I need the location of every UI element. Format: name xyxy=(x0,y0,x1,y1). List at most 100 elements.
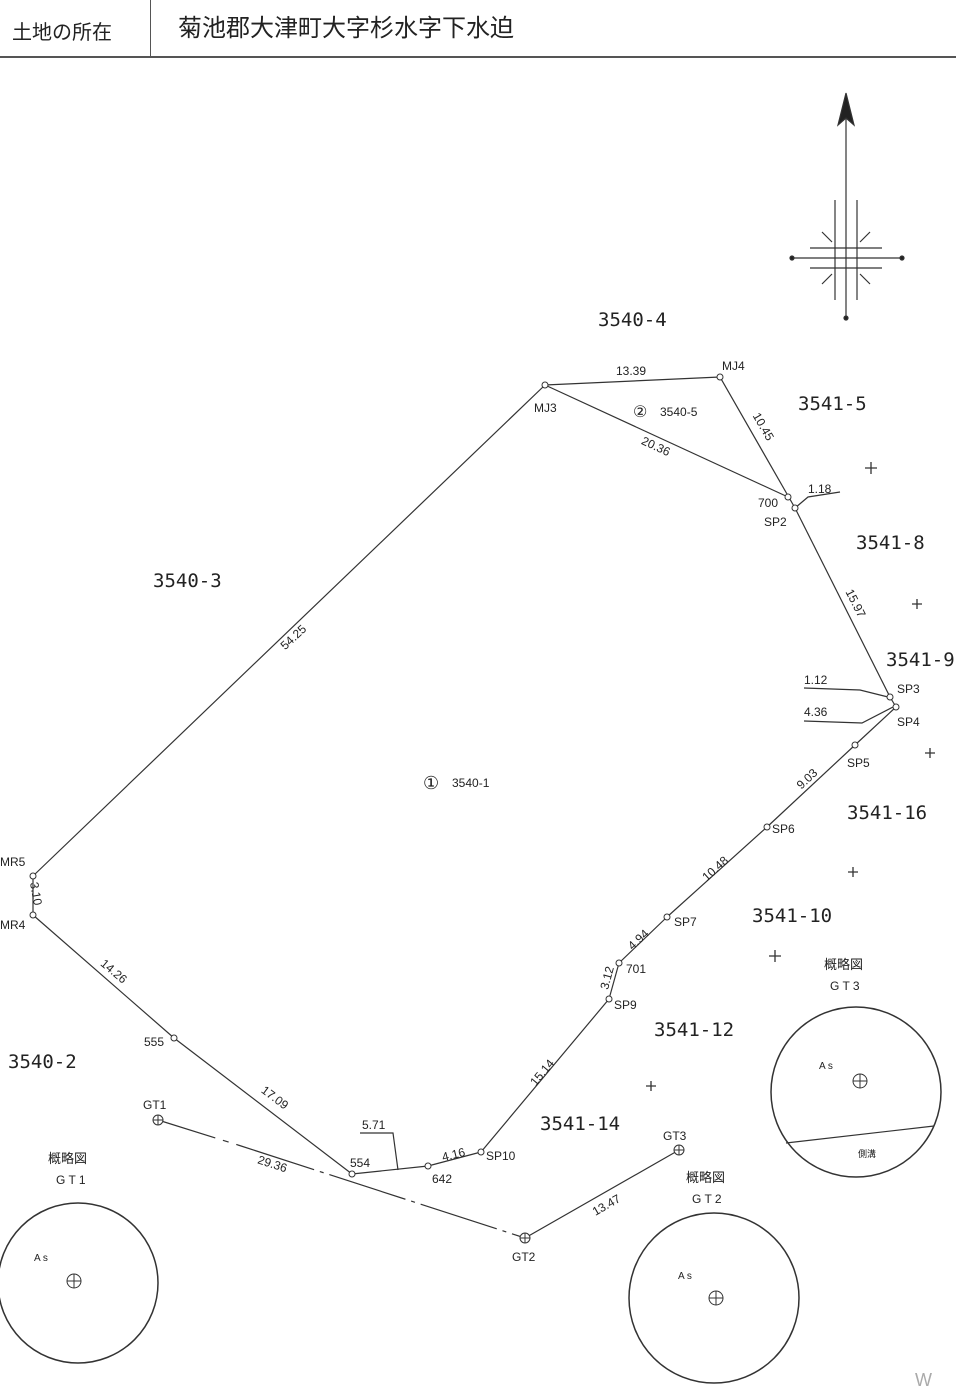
plus-mark xyxy=(865,462,877,474)
gt-markers xyxy=(152,1114,685,1244)
distance-label: 13.47 xyxy=(590,1191,623,1218)
sketch-gt2-sub: G T 2 xyxy=(692,1192,722,1206)
point-700 xyxy=(784,493,792,501)
point-label: SP6 xyxy=(772,822,795,836)
parcel-1-mark: ① xyxy=(423,773,439,794)
line-sp2-sp3 xyxy=(794,507,891,698)
point-label: MR5 xyxy=(0,855,26,869)
point-mr4 xyxy=(29,911,37,919)
plus-mark xyxy=(769,950,781,962)
plus-mark xyxy=(925,748,935,758)
point-mr5 xyxy=(29,872,37,880)
lot-plus-markers xyxy=(646,462,935,1091)
point-mj3 xyxy=(541,381,549,389)
distance-label: 5.71 xyxy=(362,1118,386,1132)
point-sp9 xyxy=(605,995,613,1003)
point-label: 555 xyxy=(144,1035,164,1049)
point-sp3 xyxy=(886,693,894,701)
line-sp10-642 xyxy=(427,1151,482,1167)
lot-label: 3540-3 xyxy=(153,570,222,592)
sketch-gt3-as: A s xyxy=(819,1061,833,1072)
distance-label: 13.39 xyxy=(616,364,646,378)
line-sp5-sp6 xyxy=(766,744,856,828)
sketch-gt2-circle xyxy=(628,1212,800,1384)
sketch-gt2-as: A s xyxy=(678,1271,692,1282)
lot-label: 3541-9 xyxy=(886,649,955,671)
crosshair-circle-icon xyxy=(66,1273,82,1289)
sketch-gt1-circle xyxy=(0,1202,159,1364)
crosshair-circle-icon xyxy=(708,1290,724,1306)
boundary-lines xyxy=(32,376,897,1239)
point-701 xyxy=(615,959,623,967)
distance-label: 4.16 xyxy=(440,1145,466,1164)
distance-label: 54.25 xyxy=(278,622,310,653)
crosshair-circle-icon xyxy=(673,1144,685,1156)
line-sp7-701 xyxy=(618,916,668,964)
distance-label: 4.94 xyxy=(625,926,652,952)
crosshair-circle-icon xyxy=(152,1114,164,1126)
lot-label: 3541-12 xyxy=(654,1019,734,1041)
corner-fragment: W xyxy=(915,1370,932,1388)
point-642 xyxy=(424,1162,432,1170)
lot-label: 3541-8 xyxy=(856,532,925,554)
sketch-labels: 概略図 G T 1 A s 概略図 G T 2 A s 概略図 G T 3 A … xyxy=(34,957,876,1282)
sketch-gt3-gutter-line xyxy=(785,1125,935,1144)
lot-label: 3540-4 xyxy=(598,309,667,331)
distance-label: 29.36 xyxy=(256,1153,289,1176)
point-label: MR4 xyxy=(0,918,26,932)
parcel-2-mark: ② xyxy=(633,402,647,421)
line-gt2-gt3 xyxy=(524,1149,680,1239)
distance-label: 3.12 xyxy=(597,964,617,990)
point-sp4 xyxy=(892,703,900,711)
point-label: 554 xyxy=(350,1156,370,1170)
parcel-labels: ① 3540-1 ② 3540-5 xyxy=(423,402,698,794)
lot-labels: 3540-4 3541-5 3541-8 3540-3 3541-9 3541-… xyxy=(8,309,955,1135)
crosshair-circle-icon xyxy=(852,1073,868,1089)
point-sp7 xyxy=(663,913,671,921)
line-sp4-sp5 xyxy=(854,706,897,746)
lot-label: 3541-5 xyxy=(798,393,867,415)
point-sp10 xyxy=(477,1148,485,1156)
point-554 xyxy=(348,1170,356,1178)
sketch-gt1-sub: G T 1 xyxy=(56,1173,86,1187)
point-label: SP10 xyxy=(486,1149,516,1163)
distance-label: 1.12 xyxy=(804,673,828,687)
lot-label: 3541-10 xyxy=(752,905,832,927)
header-divider xyxy=(150,0,151,56)
station-points xyxy=(29,373,900,1178)
distance-label: 14.26 xyxy=(98,956,130,986)
leader-4-36 xyxy=(803,706,894,724)
plus-mark xyxy=(912,599,922,609)
line-mr4-555 xyxy=(32,914,175,1039)
point-label: 700 xyxy=(758,496,778,510)
line-sp6-sp7 xyxy=(666,826,768,918)
leader-1-18 xyxy=(794,491,841,509)
point-sp2 xyxy=(791,504,799,512)
sketch-gt3-title: 概略図 xyxy=(824,957,863,973)
location-header: 土地の所在 菊池郡大津町大字杉水字下水迫 xyxy=(0,0,956,58)
parcel-2-label: 3540-5 xyxy=(660,405,698,419)
distance-label: 9.03 xyxy=(794,766,821,792)
leader-5-71 xyxy=(360,1132,399,1171)
point-label: SP5 xyxy=(847,756,870,770)
sketch-gt3-circle xyxy=(770,1006,942,1178)
distance-label: 10.45 xyxy=(750,410,777,443)
line-mj4-sp2 xyxy=(719,376,796,509)
line-mj3-mj4 xyxy=(544,376,721,386)
line-mj3-700 xyxy=(544,384,789,498)
lot-label: 3541-14 xyxy=(540,1113,620,1135)
point-sp6 xyxy=(763,823,771,831)
line-701-sp9 xyxy=(608,962,620,1000)
plus-mark xyxy=(646,1081,656,1091)
distance-label: 1.18 xyxy=(808,482,832,496)
sketch-gt1-title: 概略図 xyxy=(48,1151,87,1167)
point-labels: MJ3 MJ4 700 SP2 SP3 SP4 SP5 SP6 SP7 701 … xyxy=(0,359,920,1264)
leader-1-12 xyxy=(803,687,889,698)
plus-mark xyxy=(848,867,858,877)
sketch-gt2-title: 概略図 xyxy=(686,1170,725,1186)
sketch-gt3-sub: G T 3 xyxy=(830,979,860,993)
point-mj4 xyxy=(716,373,724,381)
sketch-gt1-as: A s xyxy=(34,1253,48,1264)
point-label: SP4 xyxy=(897,715,920,729)
point-label: SP7 xyxy=(674,915,697,929)
